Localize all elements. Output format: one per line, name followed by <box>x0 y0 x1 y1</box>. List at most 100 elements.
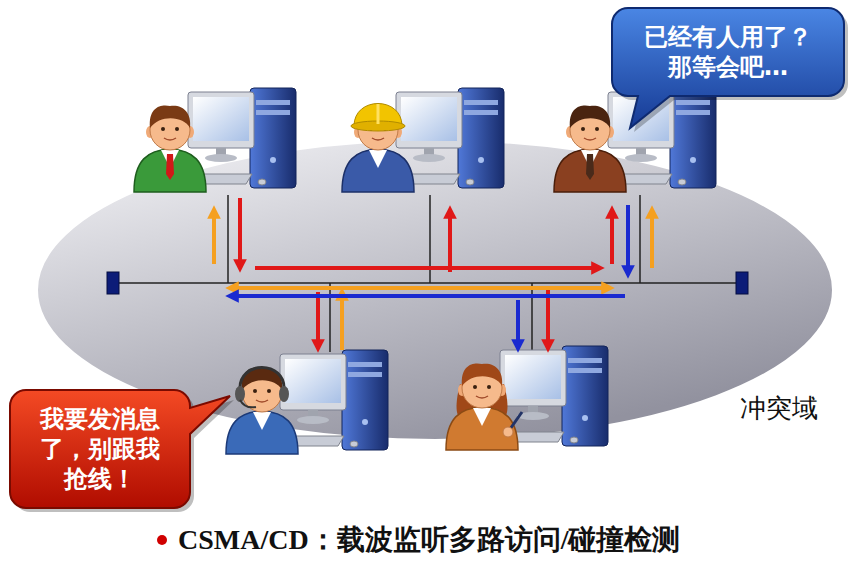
monitor-frame <box>280 354 346 410</box>
bubble-outline <box>612 8 844 96</box>
bubble-text: 我要发消息 了，别跟我 抢线！ <box>26 404 174 494</box>
caption-bullet <box>157 535 167 545</box>
drive-bay <box>464 110 498 115</box>
drop-cable <box>227 195 229 283</box>
signal-arrow <box>212 212 216 264</box>
eye <box>595 127 599 131</box>
eye <box>473 385 477 389</box>
eye <box>581 127 585 131</box>
pc-tower <box>670 88 716 188</box>
pc-tower <box>250 88 296 188</box>
workstation <box>134 88 296 192</box>
mouse <box>350 441 358 447</box>
workstation <box>446 346 608 450</box>
shirt-collar <box>253 412 271 430</box>
mouse <box>258 179 266 185</box>
drop-cable <box>329 283 331 352</box>
hair <box>150 105 190 128</box>
monitor-base <box>413 154 445 162</box>
eye <box>161 127 165 131</box>
necktie <box>166 154 174 180</box>
person-body <box>554 149 626 192</box>
signal-arrow <box>238 198 242 266</box>
monitor-frame <box>500 350 566 406</box>
drive-bay <box>464 100 498 105</box>
drive-bay <box>676 110 710 115</box>
necktie <box>586 154 594 180</box>
person-body <box>226 411 298 454</box>
caption: CSMA/CD：载波监听多路访问/碰撞检测 <box>178 522 680 558</box>
bubble-text: 已经有人用了？ 那等会吧… <box>628 22 828 82</box>
monitor-screen <box>505 355 561 399</box>
signal-arrow <box>650 212 654 268</box>
drive-bay <box>348 362 382 367</box>
headset-mic <box>240 400 256 407</box>
headset-cup <box>279 386 289 402</box>
signal-arrow <box>516 300 520 346</box>
signal-arrow <box>610 212 614 264</box>
eye <box>253 389 257 393</box>
monitor-screen <box>193 97 249 141</box>
hand <box>503 427 513 437</box>
power-button <box>270 157 276 163</box>
hat-ridge <box>377 104 380 124</box>
mouth <box>164 138 176 140</box>
mouth <box>256 400 268 402</box>
speech-bubble: 已经有人用了？ 那等会吧… <box>612 8 844 96</box>
mouse <box>678 179 686 185</box>
drop-cable <box>639 195 641 283</box>
bubble-shape <box>10 390 230 508</box>
signal-arrow <box>340 294 344 350</box>
mouth <box>584 138 596 140</box>
bus-cable <box>113 282 742 284</box>
person-body <box>446 407 518 450</box>
pc-tower <box>342 350 388 450</box>
signal-arrow <box>448 212 452 272</box>
pc-tower <box>562 346 608 446</box>
person-body <box>342 149 414 192</box>
drive-bay <box>256 110 290 115</box>
headset-cup <box>235 386 245 402</box>
monitor-base <box>205 154 237 162</box>
mouse <box>466 179 474 185</box>
shirt-collar <box>369 150 387 168</box>
drive-bay <box>676 100 710 105</box>
speech-bubble: 我要发消息 了，别跟我 抢线！ <box>10 390 190 508</box>
eye <box>487 385 491 389</box>
shirt-collar <box>473 408 491 426</box>
bus-terminator <box>736 272 748 294</box>
workstation <box>342 88 504 192</box>
drive-bay <box>348 372 382 377</box>
drop-cable <box>531 283 533 352</box>
bubble-shape <box>612 8 844 128</box>
person-body <box>134 149 206 192</box>
signal-arrow <box>232 294 625 298</box>
monitor-screen <box>401 97 457 141</box>
bus-terminator <box>107 272 119 294</box>
power-button <box>362 419 368 425</box>
mouth <box>372 138 384 140</box>
power-button <box>582 415 588 421</box>
power-button <box>478 157 484 163</box>
workstation <box>554 88 716 192</box>
mouth <box>476 396 488 398</box>
monitor-frame <box>188 92 254 148</box>
signal-arrow <box>232 286 608 290</box>
region-label: 冲突域 <box>740 393 818 424</box>
drive-bay <box>256 100 290 105</box>
mouse <box>570 437 578 443</box>
signal-arrow <box>316 292 320 346</box>
signal-arrow <box>546 290 550 346</box>
hair <box>570 105 610 128</box>
monitor-frame <box>396 92 462 148</box>
eye <box>267 389 271 393</box>
monitor-screen <box>285 359 341 403</box>
signal-arrow <box>626 205 630 272</box>
hair <box>462 363 502 386</box>
drive-bay <box>568 358 602 363</box>
eye <box>175 127 179 131</box>
pc-tower <box>458 88 504 188</box>
power-button <box>690 157 696 163</box>
headset-band <box>240 368 284 391</box>
monitor-base <box>625 154 657 162</box>
